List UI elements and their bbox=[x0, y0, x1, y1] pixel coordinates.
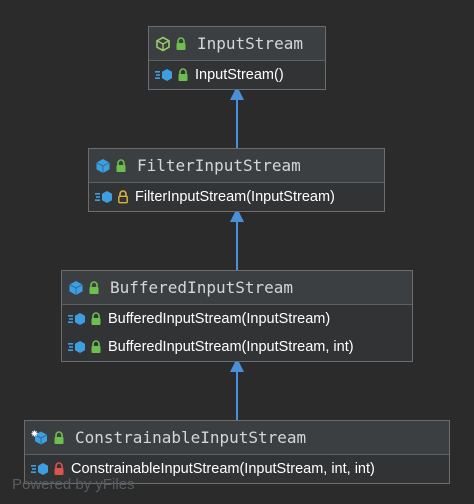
private-lock-icon bbox=[53, 462, 65, 476]
constructor-icon bbox=[31, 462, 49, 476]
public-lock-icon bbox=[88, 280, 100, 295]
member-label: BufferedInputStream(InputStream, int) bbox=[108, 339, 354, 355]
class-header: ConstrainableInputStream bbox=[25, 421, 449, 455]
member-row[interactable]: ConstrainableInputStream(InputStream, in… bbox=[25, 455, 449, 483]
class-title: InputStream bbox=[197, 34, 303, 53]
public-lock-icon bbox=[90, 312, 102, 326]
public-lock-icon bbox=[177, 68, 189, 82]
class-members: InputStream() bbox=[149, 61, 325, 89]
public-lock-icon bbox=[53, 430, 65, 445]
class-node-filterinputstream[interactable]: FilterInputStream FilterInputStream(Inpu… bbox=[88, 148, 385, 212]
class-header: InputStream bbox=[149, 27, 325, 61]
class-node-constrainableinputstream[interactable]: ConstrainableInputStream ConstrainableIn… bbox=[24, 420, 450, 484]
member-label: ConstrainableInputStream(InputStream, in… bbox=[71, 461, 375, 477]
member-row[interactable]: BufferedInputStream(InputStream) bbox=[62, 305, 412, 333]
class-header: BufferedInputStream bbox=[62, 271, 412, 305]
class-icon bbox=[95, 158, 111, 174]
class-header: FilterInputStream bbox=[89, 149, 384, 183]
member-row[interactable]: FilterInputStream(InputStream) bbox=[89, 183, 384, 211]
class-node-bufferedinputstream[interactable]: BufferedInputStream BufferedInputStream(… bbox=[61, 270, 413, 362]
constructor-icon bbox=[68, 340, 86, 354]
abstract-class-icon bbox=[155, 36, 171, 52]
member-row[interactable]: BufferedInputStream(InputStream, int) bbox=[62, 333, 412, 361]
class-icon bbox=[68, 280, 84, 296]
class-members: ConstrainableInputStream(InputStream, in… bbox=[25, 455, 449, 483]
watermark: Powered by yFiles bbox=[12, 476, 135, 493]
public-lock-icon bbox=[115, 158, 127, 173]
class-title: ConstrainableInputStream bbox=[75, 428, 307, 447]
edge-bufferedinputstream-to-filterinputstream bbox=[230, 208, 244, 270]
class-members: FilterInputStream(InputStream) bbox=[89, 183, 384, 211]
class-members: BufferedInputStream(InputStream) Buffere… bbox=[62, 305, 412, 361]
protected-lock-icon bbox=[117, 190, 129, 204]
class-node-inputstream[interactable]: InputStream InputStream() bbox=[148, 26, 326, 90]
constructor-icon bbox=[95, 190, 113, 204]
constructor-icon bbox=[155, 68, 173, 82]
static-class-icon bbox=[31, 430, 49, 446]
edge-filterinputstream-to-inputstream bbox=[230, 86, 244, 148]
public-lock-icon bbox=[175, 36, 187, 51]
class-title: BufferedInputStream bbox=[110, 278, 294, 297]
public-lock-icon bbox=[90, 340, 102, 354]
edge-constrainableinputstream-to-bufferedinputstream bbox=[230, 358, 244, 420]
member-row[interactable]: InputStream() bbox=[149, 61, 325, 89]
constructor-icon bbox=[68, 312, 86, 326]
member-label: FilterInputStream(InputStream) bbox=[135, 189, 335, 205]
member-label: BufferedInputStream(InputStream) bbox=[108, 311, 331, 327]
class-title: FilterInputStream bbox=[137, 156, 301, 175]
member-label: InputStream() bbox=[195, 67, 284, 83]
